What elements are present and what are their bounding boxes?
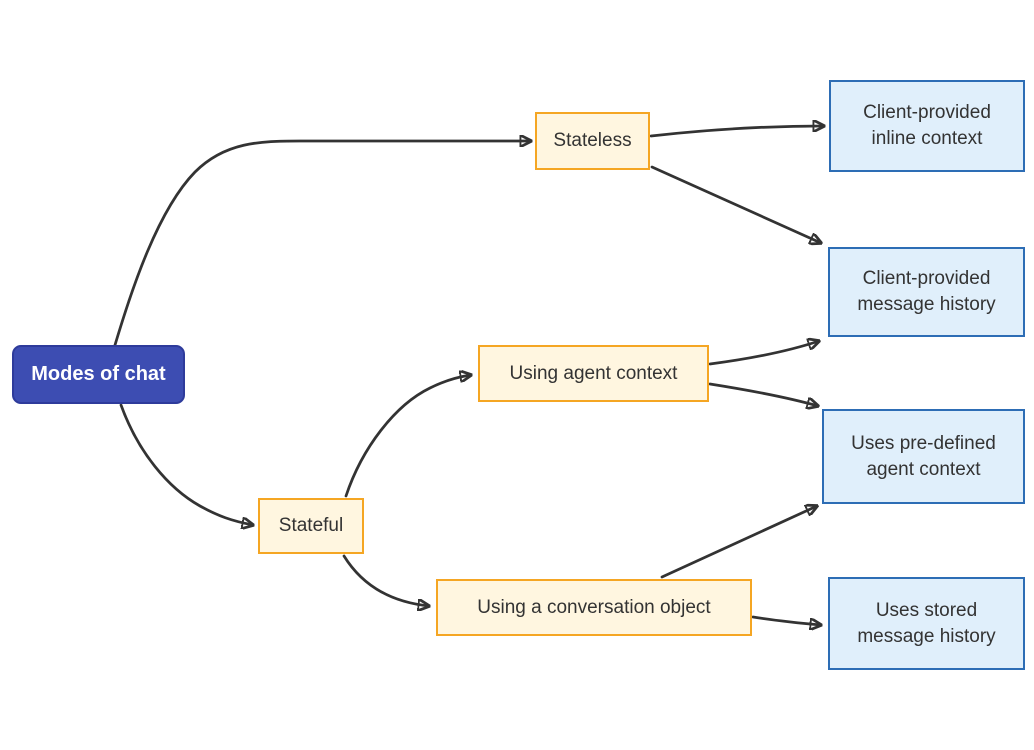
node-modes-of-chat: Modes of chat (12, 345, 185, 404)
edge-stateful-agent-context (344, 375, 471, 498)
node-using-agent-context: Using agent context (478, 345, 709, 402)
edge-agent-context-message-history (708, 341, 819, 366)
node-stateless: Stateless (535, 112, 650, 170)
node-client-provided-message-history: Client-provided message history (828, 247, 1025, 337)
edge-root-stateless (113, 141, 531, 347)
edge-conversation-object-predefined-context (660, 506, 817, 579)
edge-stateless-message-history (650, 165, 821, 243)
node-using-a-conversation-object: Using a conversation object (436, 579, 752, 636)
edge-stateless-inline-context (649, 126, 824, 138)
node-stateful: Stateful (258, 498, 364, 554)
edge-conversation-object-stored-history (751, 615, 821, 625)
node-client-provided-inline-context: Client-provided inline context (829, 80, 1025, 172)
node-uses-pre-defined-agent-context: Uses pre-defined agent context (822, 409, 1025, 504)
edge-root-stateful (119, 403, 253, 525)
edge-stateful-conversation-object (342, 554, 429, 606)
node-uses-stored-message-history: Uses stored message history (828, 577, 1025, 670)
edge-agent-context-predefined-context (708, 382, 818, 406)
